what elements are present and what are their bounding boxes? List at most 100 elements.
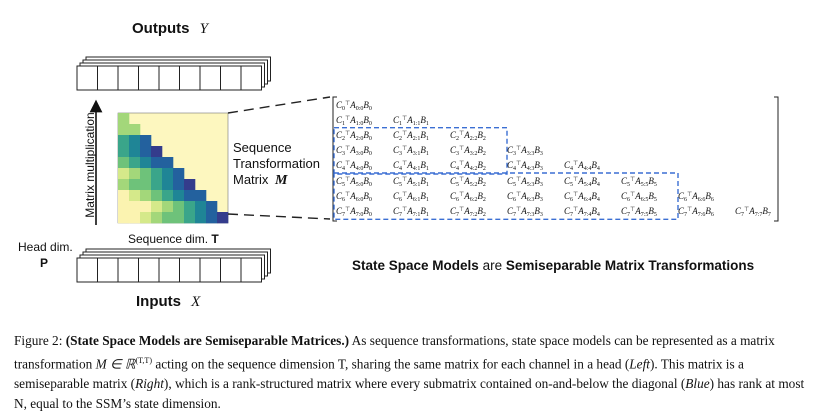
heatmap-cell [129,201,141,213]
caption-text5: ) has rank at most N, equal to the SSM’s… [14,376,805,412]
matrix-entry: C7⊤A7:7B7 [735,205,771,218]
heatmap-cell [173,168,185,180]
heatmap-cell [184,179,196,191]
tensor-layer [76,257,262,283]
title-part3: Semiseparable Matrix Transformations [505,258,755,273]
heatmap-cell [118,179,130,191]
heatmap-cell [195,190,207,202]
heatmap-cell [151,201,163,213]
heatmap-cell [162,212,174,224]
title-part2: are [482,258,503,273]
matrix-entry: C3⊤A3:3B3 [507,145,543,158]
heatmap-cell [162,201,174,213]
matrix-entry: C0⊤A0:0B0 [336,100,372,112]
heatmap-cell [151,157,163,169]
matrix-entry: C4⊤A4:1B1 [393,160,429,173]
seq-dim-label: Sequence dim. T [128,232,219,246]
seq-transform-var: M [275,173,288,188]
heatmap-cell [162,157,174,169]
heatmap-cell [118,146,130,158]
heatmap-cell [129,179,141,191]
heatmap-cell [118,124,130,136]
semiseparable-blocks [333,126,679,220]
matrix-entry: C2⊤A2:2B2 [450,130,486,143]
heatmap-cell [173,212,185,224]
caption-right: Right [135,376,164,392]
heatmap-cell [162,179,174,191]
heatmap-cell [151,168,163,180]
matrix-left-bracket [332,96,337,222]
heatmap-cell [184,212,196,224]
matrix-entry: C4⊤A4:4B4 [564,160,600,173]
semiseparable-block [333,172,679,220]
matrix-entry: C7⊤A7:6B6 [678,205,714,218]
heatmap-cell [162,190,174,202]
heatmap-cell [140,168,152,180]
heatmap-cell [195,212,207,224]
figure-title: State Space Models are Semiseparable Mat… [352,258,754,273]
matrix-entry: C7⊤A7:5B5 [621,205,657,218]
heatmap-cell [129,190,141,202]
heatmap-cell [140,212,152,224]
heatmap-cell [118,212,130,224]
heatmap-cell [162,168,174,180]
heatmap-cell [151,179,163,191]
heatmap-cell [217,212,229,224]
heatmap-cell [118,157,130,169]
heatmap-cell [184,190,196,202]
heatmap-cell [184,201,196,213]
heatmap-cell [118,190,130,202]
heatmap-cell [173,201,185,213]
matrix-entry: C6⊤A6:6B6 [678,190,714,203]
matrix-entry: C2⊤A2:1B1 [393,130,429,143]
caption-text2: acting on the sequence dimension T, shar… [155,356,630,372]
matrix-right-bracket [774,96,779,222]
matrix-entry: C7⊤A7:4B4 [564,205,600,218]
figure-diagram [76,56,779,283]
outputs-label: Outputs Y [132,20,208,38]
caption-text3: ). This matrix is a semiseparable matrix… [14,356,744,392]
inputs-label-text: Inputs [136,293,181,310]
heatmap-cell [151,146,163,158]
matrix-entry: C7⊤A7:1B1 [393,205,429,218]
matrix-entry: C2⊤A2:0B0 [336,130,372,143]
heatmap-cell [173,179,185,191]
heatmap-cell [151,190,163,202]
outputs-tensor-stack [76,56,271,91]
matrix-entry: C7⊤A7:3B3 [507,205,543,218]
title-part1: State Space Models [352,258,479,273]
heatmap-cell [151,212,163,224]
caption-math-sup: (T,T) [135,356,152,365]
heatmap-cell [118,113,130,125]
matrix-entry: C6⊤A6:5B5 [621,190,657,203]
matrix-entry: C5⊤A5:0B0 [336,175,372,188]
matrix-entry: C6⊤A6:2B2 [450,190,486,203]
heatmap-cell [140,157,152,169]
heatmap-cell [129,157,141,169]
heatmap-cell [129,212,141,224]
heatmap-cell [129,168,141,180]
heatmap-cell [129,135,141,147]
heatmap-cell [173,190,185,202]
heatmap-matrix [117,112,229,224]
matrix-entry: C4⊤A4:3B3 [507,160,543,173]
inputs-label: Inputs X [136,293,200,311]
seq-transform-line2: Transformation [233,156,320,171]
outputs-label-text: Outputs [132,20,190,37]
matrix-entry: C3⊤A3:1B1 [393,145,429,158]
heatmap-cell [140,201,152,213]
caption-text4: ), which is a rank-structured matrix whe… [163,376,686,392]
heatmap-cell [118,135,130,147]
matrix-entry: C4⊤A4:0B0 [336,160,372,173]
caption-math-m: M ∈ ℝ [95,356,136,372]
matrix-entry: C5⊤A5:1B1 [393,175,429,188]
seq-transform-line3: Matrix M [233,172,320,189]
matrix-entry: C5⊤A5:2B2 [450,175,486,188]
heatmap-cell [129,146,141,158]
inputs-var: X [191,294,201,310]
caption-label: Figure 2: [14,333,63,348]
heatmap-cell [140,146,152,158]
matrix-entry: C1⊤A1:1B1 [393,115,429,128]
matrix-entry: C6⊤A6:1B1 [393,190,429,203]
